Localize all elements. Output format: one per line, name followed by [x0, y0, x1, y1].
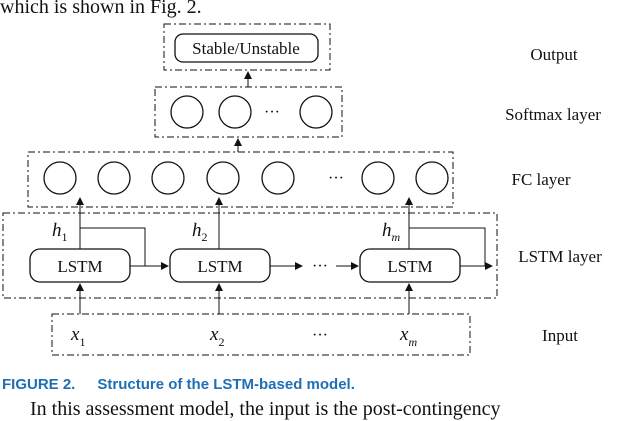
- arrow-h1-to-lstm2: [80, 227, 169, 270]
- softmax-node-2: [218, 95, 252, 129]
- body-text-bottom: In this assessment model, the input is t…: [30, 398, 501, 420]
- hidden-label-1: h1: [52, 220, 68, 244]
- fc-node-4: [206, 161, 240, 195]
- input-label-2: x2: [209, 324, 224, 349]
- softmax-layer-frame: [154, 86, 343, 138]
- fc-layer-label: FC layer: [511, 170, 570, 189]
- softmax-node-1: [170, 95, 204, 129]
- lstm-cell-3-label: LSTM: [387, 257, 432, 276]
- figure-caption: FIGURE 2. Structure of the LSTM-based mod…: [2, 376, 355, 393]
- fc-node-6: [361, 161, 395, 195]
- input-label-1: x1: [70, 324, 85, 349]
- body-text-top: which is shown in Fig. 2.: [0, 0, 202, 18]
- hidden-label-2: h2: [192, 220, 208, 244]
- output-layer-label: Output: [530, 45, 578, 64]
- fc-node-7: [415, 161, 449, 195]
- fc-node-5: [261, 161, 295, 195]
- lstm-layer-frame: [2, 212, 498, 299]
- figure-caption-title: Structure of the LSTM-based model.: [97, 376, 355, 393]
- lstm-model-diagram: Stable/Unstable ··· ··· LSTM LSTM LSTM ·…: [2, 23, 602, 356]
- fc-node-1: [43, 161, 77, 195]
- input-layer-label: Input: [542, 326, 578, 345]
- lstm-cell-2-label: LSTM: [197, 257, 242, 276]
- softmax-ellipsis: ···: [264, 104, 280, 121]
- softmax-layer-label: Softmax layer: [505, 105, 601, 124]
- output-layer-frame: [163, 23, 331, 71]
- hidden-label-m: hm: [382, 220, 401, 244]
- input-ellipsis: ···: [312, 327, 328, 344]
- fc-ellipsis: ···: [328, 170, 344, 187]
- input-label-m: xm: [399, 324, 417, 349]
- fc-node-2: [97, 161, 131, 195]
- lstm-cell-1-label: LSTM: [57, 257, 102, 276]
- lstm-layer-label: LSTM layer: [518, 247, 602, 266]
- figure-caption-label: FIGURE 2.: [2, 376, 76, 393]
- stable-unstable-box: [174, 33, 319, 63]
- fc-layer-frame: [27, 151, 454, 208]
- output-box-label: Stable/Unstable: [192, 39, 300, 58]
- input-layer-frame: [51, 313, 471, 356]
- softmax-node-3: [299, 95, 333, 129]
- fc-node-3: [151, 161, 185, 195]
- lstm-ellipsis: ···: [312, 258, 328, 275]
